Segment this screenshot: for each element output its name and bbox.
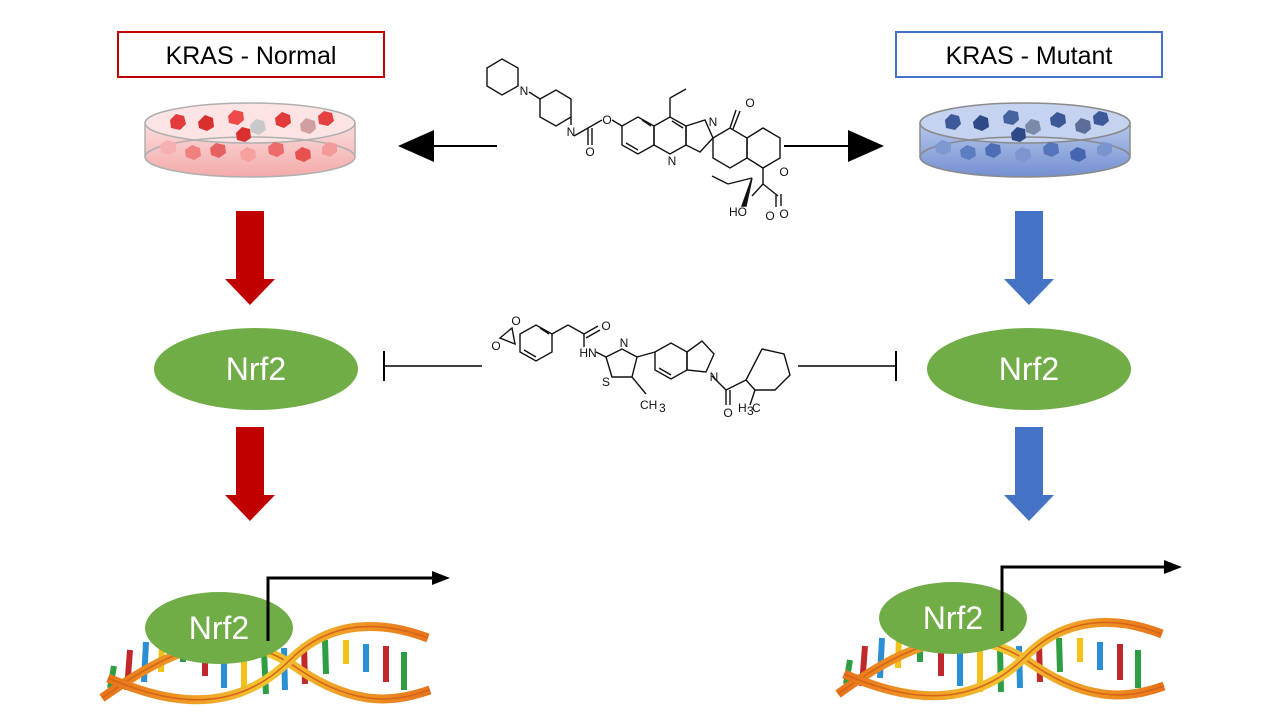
atom-label: CH xyxy=(640,398,657,412)
atom-label: O xyxy=(723,406,732,420)
cell-cluster-blue xyxy=(935,110,1112,162)
atom-label: H xyxy=(738,401,747,415)
petri-dish-red-icon xyxy=(144,102,356,178)
dna-nrf2-right-label: Nrf2 xyxy=(923,600,983,636)
atom-label: 3 xyxy=(659,401,666,415)
dna-helix-icon xyxy=(99,621,432,705)
nrf2-node-left: Nrf2 xyxy=(154,328,358,410)
right-title-box: KRAS - Mutant xyxy=(895,31,1163,78)
left-title-box: KRAS - Normal xyxy=(117,31,385,78)
nrf2-right-label: Nrf2 xyxy=(999,351,1059,387)
atom-label: HN xyxy=(579,346,596,360)
atom-label: N xyxy=(520,84,529,98)
dna-nrf2-left-label: Nrf2 xyxy=(189,610,249,646)
atom-label: O xyxy=(779,165,788,179)
arrow-nrf2-to-dna-left xyxy=(225,427,275,521)
arrow-nrf2-to-dna-right xyxy=(1004,427,1054,521)
molecule-mid-structure: O O O HN N S CH 3 N O H 3 C xyxy=(491,314,791,420)
atom-label: O xyxy=(585,145,594,159)
atom-label: HO xyxy=(729,205,747,219)
atom-label: O xyxy=(601,319,610,333)
atom-label: O xyxy=(765,209,774,223)
dna-nrf2-node-right: Nrf2 xyxy=(879,582,1027,654)
left-title: KRAS - Normal xyxy=(166,42,337,70)
nrf2-left-label: Nrf2 xyxy=(226,351,286,387)
right-title: KRAS - Mutant xyxy=(946,42,1113,70)
atom-label: C xyxy=(752,401,761,415)
atom-label: O xyxy=(491,339,500,353)
atom-label: O xyxy=(602,113,611,127)
atom-label: N xyxy=(709,115,718,129)
arrow-dish-to-nrf2-left xyxy=(225,211,275,305)
atom-label: N xyxy=(567,125,576,139)
transcription-arrow-icon xyxy=(266,571,450,641)
molecule-top-structure: N N O O N N O O O HO O xyxy=(486,58,789,223)
transcription-arrow-icon xyxy=(1000,560,1182,631)
atom-label: O xyxy=(779,207,788,221)
atom-label: O xyxy=(745,96,754,110)
inhibition-bar-icon xyxy=(798,351,897,381)
atom-label: O xyxy=(511,314,520,328)
atom-label: N xyxy=(710,370,719,384)
arrow-dish-to-nrf2-right xyxy=(1004,211,1054,305)
atom-label: N xyxy=(620,336,629,350)
dna-nrf2-node-left: Nrf2 xyxy=(145,592,293,664)
atom-label: S xyxy=(602,375,610,389)
nrf2-node-right: Nrf2 xyxy=(927,328,1131,410)
arrow-to-normal-dish xyxy=(398,130,497,162)
petri-dish-blue-icon xyxy=(919,102,1131,178)
arrow-to-mutant-dish xyxy=(784,130,884,162)
atom-label: 3 xyxy=(747,404,754,418)
inhibition-bar-icon xyxy=(383,351,482,381)
cell-cluster-red xyxy=(160,110,337,162)
atom-label: N xyxy=(668,154,677,168)
